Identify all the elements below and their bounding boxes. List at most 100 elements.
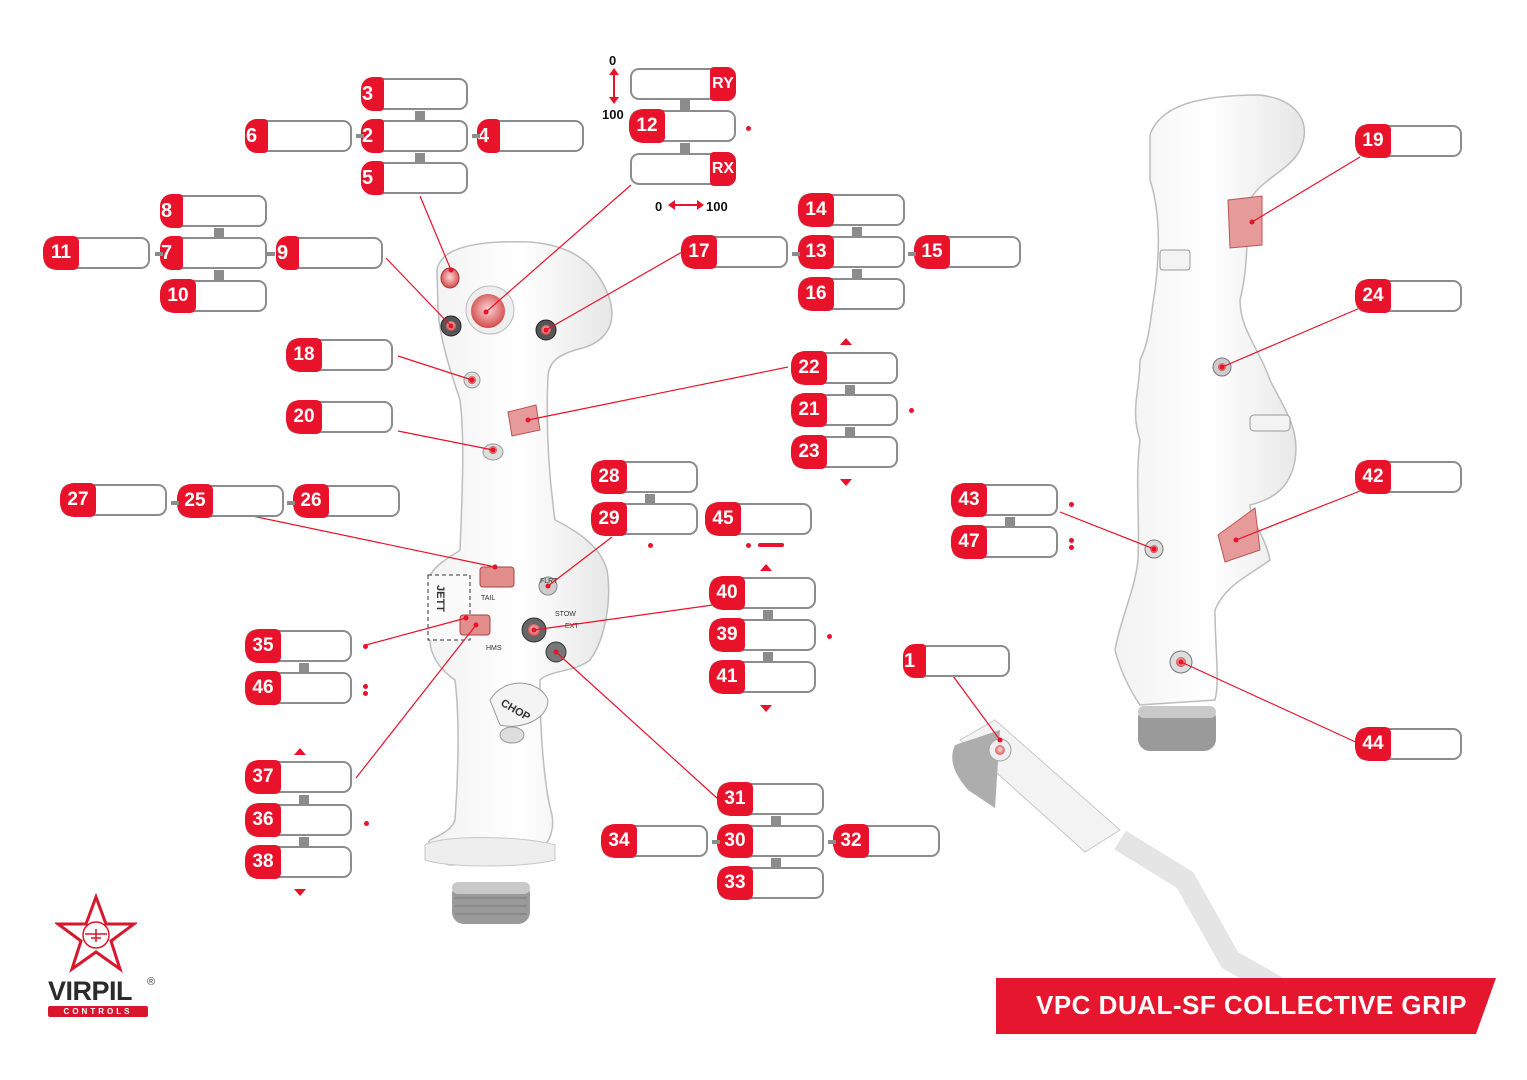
box-connector	[712, 840, 720, 844]
callout-number-27: 27	[60, 483, 96, 517]
callout-box-31: 31	[717, 782, 824, 816]
callout-box-25: 25	[177, 484, 284, 518]
callout-number-20: 20	[286, 400, 322, 434]
callout-number-5: 5	[361, 161, 384, 195]
callout-number-8: 8	[160, 194, 183, 228]
callout-number-17: 17	[681, 235, 717, 269]
callout-number-15: 15	[914, 235, 950, 269]
box-connector	[299, 837, 309, 847]
callout-box-29: 29	[591, 502, 698, 536]
callout-number-19: 19	[1355, 124, 1391, 158]
press-dot-icon	[363, 644, 368, 649]
callout-number-18: 18	[286, 338, 322, 372]
callout-number-38: 38	[245, 845, 281, 879]
callout-box-40: 40	[709, 576, 816, 610]
callout-box-44: 44	[1355, 727, 1462, 761]
callout-number-35: 35	[245, 629, 281, 663]
tail-text: TAIL	[481, 595, 495, 602]
rx-axis-arrow	[668, 200, 704, 210]
callout-box-5: 5	[361, 161, 468, 195]
ry-axis-arrow	[609, 68, 619, 104]
press-dot-icon	[746, 543, 751, 548]
ry-axis-tag: RY	[710, 67, 736, 101]
callout-box-4: 4	[477, 119, 584, 153]
box-connector	[828, 840, 836, 844]
box-connector	[908, 252, 916, 256]
callout-number-16: 16	[798, 277, 834, 311]
callout-number-39: 39	[709, 618, 745, 652]
box-connector	[792, 252, 800, 256]
callout-number-7: 7	[160, 236, 183, 270]
ext-text: EXT	[565, 623, 579, 630]
callout-number-23: 23	[791, 435, 827, 469]
callout-number-2: 2	[361, 119, 384, 153]
side-grip-illustration	[1114, 94, 1306, 751]
box-connector	[852, 227, 862, 237]
callout-box-21: 21	[791, 393, 898, 427]
callout-number-30: 30	[717, 824, 753, 858]
callout-number-24: 24	[1355, 279, 1391, 313]
press-dot-icon	[648, 543, 653, 548]
box-connector	[171, 501, 179, 505]
callout-box-16: 16	[798, 277, 905, 311]
callout-box-11: 11	[43, 236, 150, 270]
press-dot-icon	[364, 821, 369, 826]
box-connector	[680, 143, 690, 155]
callout-box-13: 13	[798, 235, 905, 269]
box-connector	[680, 100, 690, 112]
box-connector	[415, 153, 425, 163]
callout-box-17: 17	[681, 235, 788, 269]
callout-number-25: 25	[177, 484, 213, 518]
callout-box-30: 30	[717, 824, 824, 858]
press-dot-icon	[363, 691, 368, 696]
box-connector	[267, 252, 275, 256]
brand-name: VIRPIL	[48, 976, 133, 1006]
brand-sub: CONTROLS	[48, 1006, 148, 1017]
rx-axis-min: 0	[655, 199, 663, 214]
callout-box-35: 35	[245, 629, 352, 663]
diagram-title: VPC DUAL-SF COLLECTIVE GRIP	[1036, 990, 1467, 1020]
box-connector	[155, 252, 163, 256]
callout-number-45: 45	[705, 502, 741, 536]
callout-number-12: 12	[629, 109, 665, 143]
callout-box-1: 1	[903, 644, 1010, 678]
callout-box-ry: RY	[630, 67, 736, 101]
box-connector	[287, 501, 295, 505]
callout-number-40: 40	[709, 576, 745, 610]
press-dot-icon	[1069, 502, 1074, 507]
callout-box-45: 45	[705, 502, 812, 536]
box-connector	[214, 228, 224, 238]
callout-box-36: 36	[245, 803, 352, 837]
callout-box-24: 24	[1355, 279, 1462, 313]
brand-registered-mark: ®	[147, 976, 156, 988]
callout-number-11: 11	[43, 236, 79, 270]
callout-number-41: 41	[709, 660, 745, 694]
callout-box-6: 6	[245, 119, 352, 153]
callout-box-39: 39	[709, 618, 816, 652]
callout-number-13: 13	[798, 235, 834, 269]
callout-number-9: 9	[276, 236, 299, 270]
callout-number-14: 14	[798, 193, 834, 227]
flrt-text: FLRT	[540, 578, 558, 585]
callout-box-42: 42	[1355, 460, 1462, 494]
hold-bar-icon	[758, 543, 784, 547]
box-connector	[771, 858, 781, 868]
callout-number-28: 28	[591, 460, 627, 494]
jett-text: JETT	[434, 585, 446, 612]
callout-box-2: 2	[361, 119, 468, 153]
ry-axis-min: 0	[609, 53, 617, 68]
callout-number-22: 22	[791, 351, 827, 385]
box-connector	[299, 795, 309, 805]
callout-box-10: 10	[160, 279, 267, 313]
callout-box-15: 15	[914, 235, 1021, 269]
callout-box-14: 14	[798, 193, 905, 227]
rx-axis-tag: RX	[710, 152, 736, 186]
callout-number-3: 3	[361, 77, 384, 111]
press-dot-icon	[1069, 538, 1074, 543]
callout-number-6: 6	[245, 119, 268, 153]
callout-number-36: 36	[245, 803, 281, 837]
callout-number-10: 10	[160, 279, 196, 313]
callout-box-28: 28	[591, 460, 698, 494]
callout-box-12: 12	[629, 109, 736, 143]
